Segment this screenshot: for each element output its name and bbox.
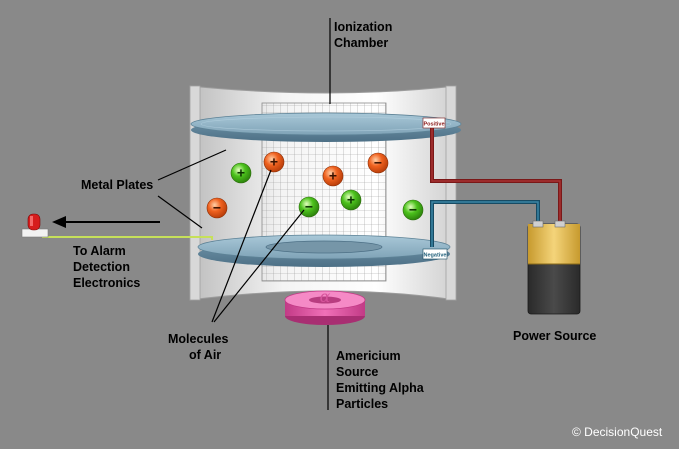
negative-ion: − <box>206 197 228 219</box>
label-metal-plates: Metal Plates <box>81 178 153 192</box>
svg-text:Source: Source <box>336 365 378 379</box>
label-power-source: Power Source <box>513 329 596 343</box>
svg-text:−: − <box>374 155 382 171</box>
negative-ion: − <box>367 152 389 174</box>
positive-ion: + <box>340 189 362 211</box>
svg-text:Particles: Particles <box>336 397 388 411</box>
top-metal-plate <box>190 112 462 142</box>
ions: + − + + + − − − <box>206 151 424 221</box>
positive-ion: + <box>263 151 285 173</box>
svg-text:Chamber: Chamber <box>334 36 388 50</box>
positive-ion: + <box>322 165 344 187</box>
positive-terminal-tag: Positive <box>422 117 446 129</box>
svg-text:+: + <box>270 154 278 170</box>
svg-text:Molecules: Molecules <box>168 332 228 346</box>
svg-text:+: + <box>329 168 337 184</box>
svg-text:Detection: Detection <box>73 260 130 274</box>
negative-terminal-tag: Negative <box>422 248 448 260</box>
circuit-wires <box>430 128 562 247</box>
alpha-symbol: α <box>320 287 331 306</box>
leader-lines <box>157 18 331 410</box>
bottom-metal-plate <box>197 234 451 267</box>
copyright-notice: © DecisionQuest <box>572 425 663 439</box>
svg-text:Emitting Alpha: Emitting Alpha <box>336 381 425 395</box>
svg-text:+: + <box>237 165 245 181</box>
svg-text:To Alarm: To Alarm <box>73 244 126 258</box>
svg-text:Positive: Positive <box>423 122 444 128</box>
alarm-light-icon <box>21 213 49 238</box>
alarm-connection <box>42 216 213 240</box>
svg-text:−: − <box>305 199 313 215</box>
label-molecules-of-air: Molecules of Air <box>168 332 228 362</box>
label-americium: Americium Source Emitting Alpha Particle… <box>336 349 425 411</box>
svg-text:−: − <box>213 200 221 216</box>
svg-text:−: − <box>409 202 417 218</box>
svg-text:Electronics: Electronics <box>73 276 140 290</box>
svg-text:of Air: of Air <box>189 348 221 362</box>
svg-text:Ionization: Ionization <box>334 20 392 34</box>
positive-ion: + <box>230 162 252 184</box>
svg-text:Americium: Americium <box>336 349 401 363</box>
negative-ion: − <box>298 196 320 218</box>
label-alarm: To Alarm Detection Electronics <box>73 244 140 290</box>
label-ionization-chamber: Ionization Chamber <box>334 20 392 50</box>
svg-text:Negative: Negative <box>424 253 447 259</box>
svg-text:+: + <box>347 192 355 208</box>
negative-ion: − <box>402 199 424 221</box>
americium-source: α <box>284 287 366 325</box>
battery-icon <box>527 220 581 315</box>
